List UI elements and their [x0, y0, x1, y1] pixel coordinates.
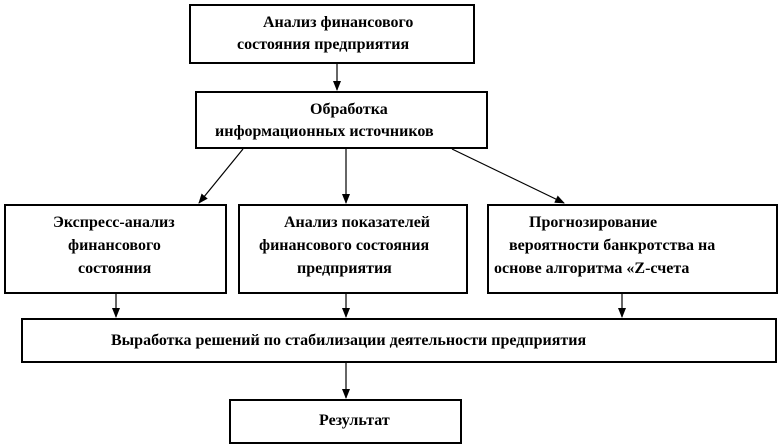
node-indicator-analysis-line2: финансового состояния	[259, 237, 430, 254]
node-bankruptcy-forecast-line2: вероятности банкротства на	[509, 237, 716, 254]
node-result: Результат	[229, 399, 462, 444]
node-express-analysis-line1: Экспресс-анализ	[53, 214, 175, 231]
node-info-processing: Обработка информационных источников	[195, 91, 488, 149]
node-stabilization-decisions-label: Выработка решений по стабилизации деятел…	[111, 332, 587, 349]
node-indicator-analysis-line1: Анализ показателей	[284, 214, 431, 231]
node-info-processing-line1: Обработка	[310, 101, 388, 118]
node-financial-analysis-line2: состояния предприятия	[237, 36, 410, 53]
node-info-processing-line2: информационных источников	[215, 123, 434, 140]
node-financial-analysis-line1: Анализ финансового	[263, 14, 414, 31]
node-bankruptcy-forecast: Прогнозирование вероятности банкротства …	[487, 204, 778, 294]
node-result-label: Результат	[319, 412, 390, 429]
node-indicator-analysis-line3: предприятия	[297, 260, 392, 277]
node-bankruptcy-forecast-line1: Прогнозирование	[529, 214, 658, 231]
node-express-analysis: Экспресс-анализ финансового состояния	[4, 204, 227, 294]
node-express-analysis-line2: финансового	[68, 237, 161, 254]
arrow-processing-to-express	[198, 148, 244, 204]
node-bankruptcy-forecast-line3: основе алгоритма «Z-счета	[494, 260, 690, 277]
node-express-analysis-line3: состояния	[78, 260, 152, 277]
node-stabilization-decisions: Выработка решений по стабилизации деятел…	[21, 318, 777, 363]
node-financial-analysis: Анализ финансового состояния предприятия	[189, 4, 475, 64]
node-indicator-analysis: Анализ показателей финансового состояния…	[238, 204, 468, 294]
arrow-processing-to-forecast	[451, 148, 565, 204]
